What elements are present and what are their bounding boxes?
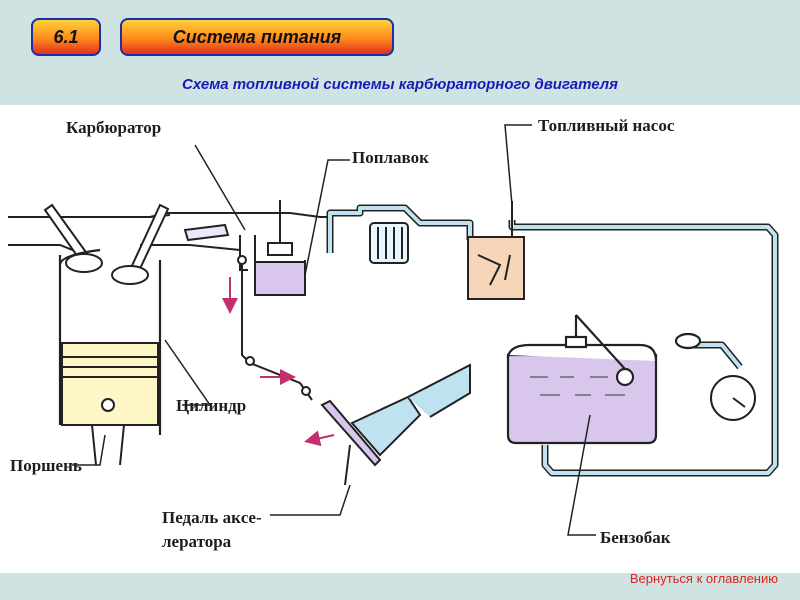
section-number-badge: 6.1: [31, 18, 101, 56]
label-pedal-line2: лератора: [162, 532, 232, 551]
label-carburetor: Карбюратор: [66, 118, 161, 137]
section-title-badge: Система питания: [120, 18, 394, 56]
leader-lines: [72, 124, 596, 536]
label-cylinder: Цилиндр: [176, 396, 246, 415]
label-pedal-line1: Педаль акce-: [162, 508, 262, 527]
motion-arrows: [222, 277, 335, 447]
throttle-linkage: [237, 255, 313, 401]
label-tank: Бензобак: [600, 528, 671, 547]
label-fuel-pump: Топливный насос: [538, 116, 675, 135]
fuel-system-diagram: Карбюратор Поплавок Топливный насос Цили…: [8, 116, 779, 551]
label-float: Поплавок: [352, 148, 429, 167]
footer-band: [0, 573, 800, 600]
cylinder: [58, 248, 162, 435]
fuel-gauge: [710, 375, 756, 421]
slide-subtitle: Схема топливной системы карбюраторного д…: [182, 76, 618, 93]
label-piston: Поршень: [10, 456, 82, 475]
fuel-pump: [467, 201, 525, 300]
intake-valve: [43, 203, 170, 285]
piston: [61, 342, 159, 466]
fuel-tank: [506, 314, 702, 445]
fuel-filter: [369, 222, 409, 264]
float-chamber: [254, 200, 306, 296]
accelerator-pedal: [320, 363, 471, 486]
back-to-contents-link[interactable]: Вернуться к оглавлению: [629, 571, 778, 586]
